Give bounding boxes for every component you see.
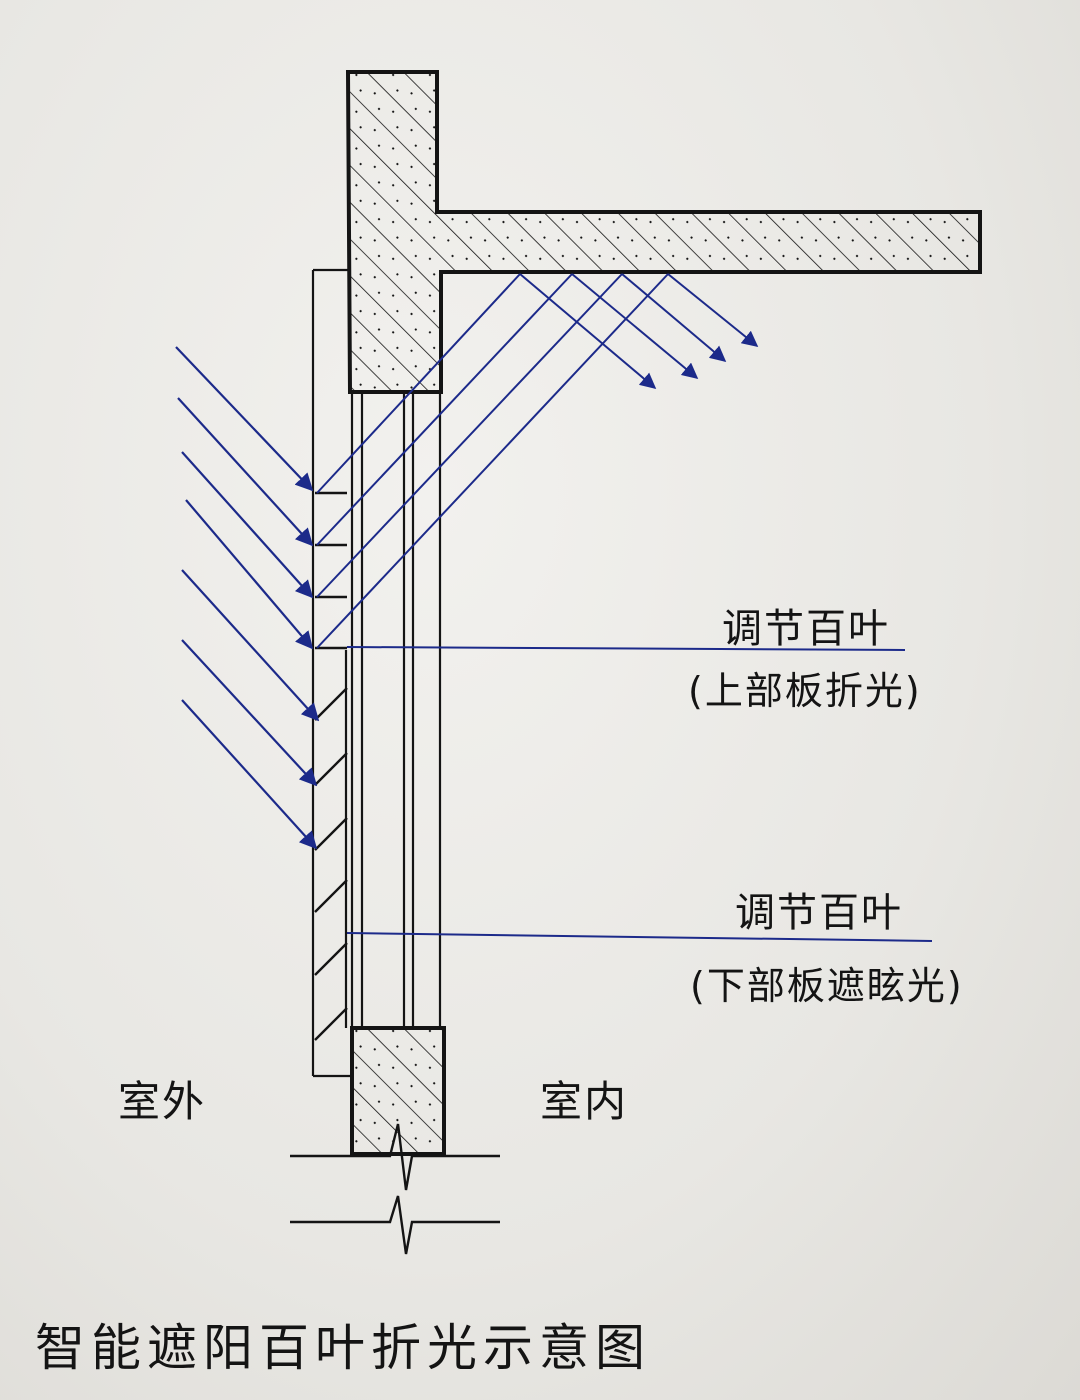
blind-frame [311, 268, 350, 1078]
outdoor-label: 室外 [118, 1077, 207, 1126]
break-line-symbol [290, 1123, 500, 1255]
upper-blind-title: 调节百叶 [722, 606, 890, 652]
upper-blind-leader [346, 646, 906, 651]
incoming-rays-lower [181, 569, 320, 850]
lower-blind-note: (下部板遮眩光) [690, 964, 964, 1008]
upper-blind-slats [315, 491, 347, 650]
redirected-rays [316, 273, 669, 649]
concrete-sill [350, 1026, 446, 1156]
concrete-column-and-slab [345, 70, 982, 394]
indoor-label: 室内 [540, 1077, 629, 1126]
lower-blind-slats [314, 687, 348, 1041]
glazing-unit [350, 390, 442, 1028]
upper-blind-note: (上部板折光) [688, 669, 922, 713]
incoming-rays-upper [175, 346, 314, 650]
lower-blind-title: 调节百叶 [735, 890, 903, 936]
reflected-rays [519, 273, 759, 390]
diagram-title: 智能遮阳百叶折光示意图 [35, 1319, 651, 1377]
lower-blind-leader [346, 932, 933, 942]
